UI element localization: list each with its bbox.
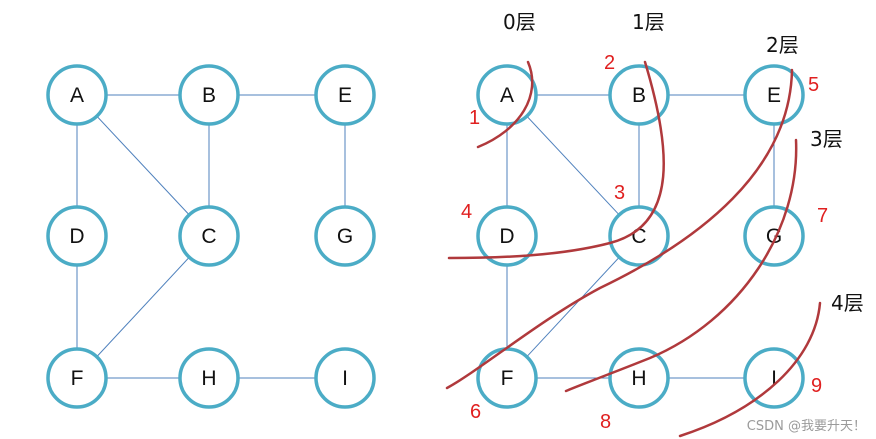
left-node-label: H xyxy=(201,367,216,390)
layer-boundary-curve xyxy=(564,138,798,393)
right-node-circle xyxy=(608,347,670,409)
layer-boundary-curve xyxy=(447,60,666,260)
layer-curves xyxy=(445,60,822,438)
left-node-e: E xyxy=(314,64,376,126)
layer-label-1: 1层 xyxy=(632,10,665,34)
left-node-circle xyxy=(46,64,108,126)
left-node-f: F xyxy=(46,347,108,409)
left-node-circle xyxy=(314,64,376,126)
left-node-circle xyxy=(46,205,108,267)
left-edge-c-f xyxy=(76,235,210,379)
visit-order-e: 5 xyxy=(808,74,819,96)
right-node-label: E xyxy=(767,84,781,107)
left-node-label: G xyxy=(337,225,353,248)
visit-order-numbers: 1 2 3 4 5 6 7 8 9 xyxy=(461,52,828,433)
left-node-label: B xyxy=(202,84,216,107)
visit-order-d: 4 xyxy=(461,201,472,223)
visit-order-c: 3 xyxy=(614,182,625,204)
visit-order-h: 8 xyxy=(600,411,611,433)
left-node-circle xyxy=(314,347,376,409)
right-node-label: D xyxy=(499,225,514,248)
right-node-circle xyxy=(476,205,538,267)
left-node-b: B xyxy=(178,64,240,126)
layer-label-2: 2层 xyxy=(766,33,799,57)
right-edge-c-f xyxy=(506,235,640,379)
layer-label-4: 4层 xyxy=(831,291,864,315)
right-node-e: E xyxy=(743,64,805,126)
layer-boundary-curve xyxy=(476,60,534,149)
visit-order-i: 9 xyxy=(811,375,822,397)
right-node-g: G xyxy=(743,205,805,267)
right-node-b: B xyxy=(608,64,670,126)
right-node-c: C xyxy=(608,205,670,267)
right-node-f: F xyxy=(476,347,538,409)
watermark-text: CSDN @我要升天！ xyxy=(747,419,866,434)
left-node-label: D xyxy=(69,225,84,248)
left-node-a: A xyxy=(46,64,108,126)
right-node-label: B xyxy=(632,84,646,107)
left-node-circle xyxy=(178,64,240,126)
right-node-circle xyxy=(743,205,805,267)
right-node-label: H xyxy=(631,367,646,390)
visit-order-f: 6 xyxy=(470,401,481,423)
layer-boundary-curve xyxy=(445,68,794,390)
left-node-i: I xyxy=(314,347,376,409)
layer-label-0: 0层 xyxy=(503,10,536,34)
right-node-i: I xyxy=(743,347,805,409)
left-edge-a-c xyxy=(76,94,210,237)
left-node-label: E xyxy=(338,84,352,107)
left-node-circle xyxy=(178,347,240,409)
left-node-circle xyxy=(178,205,240,267)
left-node-g: G xyxy=(314,205,376,267)
left-node-label: C xyxy=(201,225,216,248)
layer-labels: 0层 1层 2层 3层 4层 xyxy=(503,10,864,315)
right-node-label: F xyxy=(501,367,514,390)
left-node-d: D xyxy=(46,205,108,267)
right-node-circle xyxy=(743,347,805,409)
right-node-label: I xyxy=(771,367,777,390)
left-node-h: H xyxy=(178,347,240,409)
right-node-circle xyxy=(743,64,805,126)
left-node-c: C xyxy=(178,205,240,267)
right-node-d: D xyxy=(476,205,538,267)
left-node-circle xyxy=(314,205,376,267)
right-graph-nodes: A B E D C G F H I xyxy=(476,64,805,409)
left-node-label: F xyxy=(71,367,84,390)
layer-label-3: 3层 xyxy=(810,127,843,151)
left-node-label: A xyxy=(70,84,84,107)
left-node-circle xyxy=(46,347,108,409)
right-node-circle xyxy=(608,64,670,126)
right-node-h: H xyxy=(608,347,670,409)
visit-order-a: 1 xyxy=(469,107,480,129)
right-node-circle xyxy=(608,205,670,267)
left-node-label: I xyxy=(342,367,348,390)
right-node-label: A xyxy=(500,84,514,107)
visit-order-g: 7 xyxy=(817,205,828,227)
right-node-a: A xyxy=(476,64,538,126)
right-edge-a-c xyxy=(506,94,640,237)
left-graph-nodes: A B E D C G F H I xyxy=(46,64,376,409)
layer-boundary-curve xyxy=(678,301,822,438)
right-node-circle xyxy=(476,64,538,126)
visit-order-b: 2 xyxy=(604,52,615,74)
